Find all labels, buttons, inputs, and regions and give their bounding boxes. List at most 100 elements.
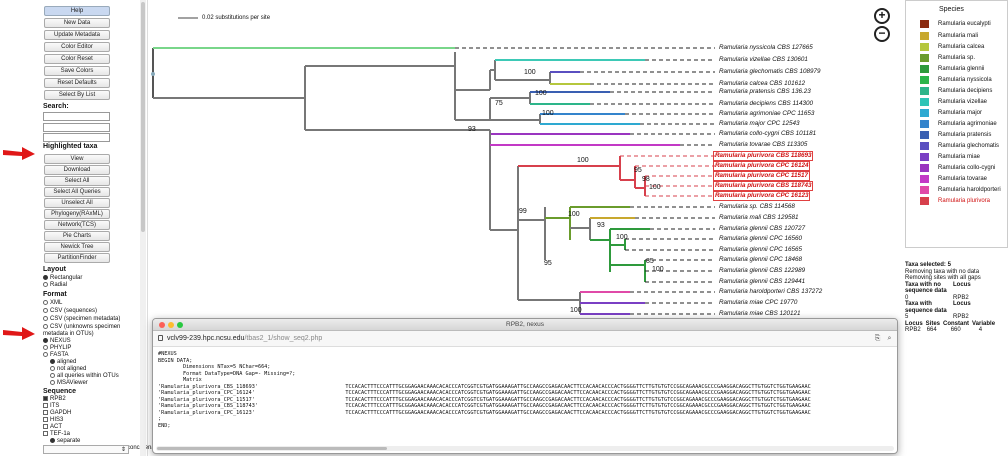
scrollbar-thumb[interactable] — [141, 2, 145, 232]
update-metadata-button[interactable]: Update Metadata — [44, 30, 110, 40]
new-data-button[interactable]: New Data — [44, 18, 110, 28]
search-input-2[interactable] — [43, 123, 110, 132]
legend-item[interactable]: Ramularia calcea — [920, 43, 984, 51]
taxon-label[interactable]: Ramularia major CPC 12543 — [719, 120, 800, 127]
newick-tree-button[interactable]: Newick Tree — [44, 242, 110, 252]
taxon-label[interactable]: Ramularia glennii CPC 16560 — [719, 235, 802, 242]
legend-item[interactable]: Ramularia nyssicola — [920, 76, 992, 84]
sequence-rpb2-checkbox[interactable]: RPB2 — [43, 396, 66, 402]
zoom-in-icon[interactable]: + — [874, 8, 890, 24]
help-button[interactable]: Help — [44, 6, 110, 16]
taxon-label[interactable]: Ramularia glechomatis CBS 108979 — [719, 68, 821, 75]
search-input-3[interactable] — [43, 133, 110, 142]
format-xml-radio[interactable]: XML — [43, 300, 62, 306]
taxon-label[interactable]: Ramularia tovarae CBS 113305 — [719, 141, 808, 148]
address-bar[interactable]: vclv99-239.hpc.ncsu.edu/tbas2_1/show_seq… — [153, 331, 897, 347]
taxon-label[interactable]: Ramularia vizellae CBS 130601 — [719, 56, 808, 63]
taxon-label[interactable]: Ramularia mali CBS 129581 — [719, 214, 799, 221]
taxon-label[interactable]: Ramularia miae CBS 120121 — [719, 310, 801, 317]
format-csv-unknowns-radio[interactable]: CSV (unknowns specimen metadata in OTUs) — [43, 324, 135, 338]
legend-item[interactable]: Ramularia major — [920, 109, 982, 117]
taxon-label[interactable]: Ramularia nyssicola CBS 127665 — [719, 44, 813, 51]
fasta-aligned-radio[interactable]: aligned — [50, 359, 76, 365]
taxon-label[interactable]: Ramularia pratensis CBS 136.23 — [719, 88, 811, 95]
minimize-window-icon[interactable] — [168, 322, 174, 328]
taxon-label[interactable]: Ramularia agrimoniae CPC 11653 — [719, 110, 815, 117]
unselect-all-button[interactable]: Unselect All — [44, 198, 110, 208]
legend-item[interactable]: Ramularia glechomatis — [920, 142, 999, 150]
fasta-not-aligned-radio[interactable]: not aligned — [50, 366, 86, 372]
taxon-label-highlighted[interactable]: Ramularia plurivora CBS 118743 — [713, 181, 814, 191]
scrollbar-thumb[interactable] — [157, 447, 387, 450]
taxon-label-highlighted[interactable]: Ramularia plurivora CPC 16123 — [713, 191, 811, 201]
format-nexus-radio[interactable]: NEXUS — [43, 338, 71, 344]
tef-separate-radio[interactable]: separate — [50, 438, 80, 444]
legend-item[interactable]: Ramularia haroldporteri — [920, 186, 1001, 194]
translate-icon[interactable]: ⎘ — [874, 335, 881, 342]
taxon-label-highlighted[interactable]: Ramularia plurivora CPC 11517 — [713, 171, 810, 181]
select-all-button[interactable]: Select All — [44, 176, 110, 186]
taxon-label[interactable]: Ramularia glennii CPC 16565 — [719, 246, 802, 253]
url-text[interactable]: vclv99-239.hpc.ncsu.edu/tbas2_1/show_seq… — [167, 335, 322, 342]
taxon-label[interactable]: Ramularia decipiens CBS 114300 — [719, 100, 814, 107]
color-reset-button[interactable]: Color Reset — [44, 54, 110, 64]
sequence-gapdh-checkbox[interactable]: GAPDH — [43, 410, 71, 416]
taxon-label[interactable]: Ramularia glennii CPC 18468 — [719, 256, 802, 263]
view-button[interactable]: View — [44, 154, 110, 164]
legend-item[interactable]: Ramularia plurivora — [920, 197, 990, 205]
taxon-label-highlighted[interactable]: Ramularia plurivora CPC 16124 — [713, 161, 811, 171]
close-window-icon[interactable] — [159, 322, 165, 328]
fasta-msaviewer-radio[interactable]: MSAViewer — [50, 380, 88, 386]
taxon-label[interactable]: Ramularia glennii CBS 129441 — [719, 278, 806, 285]
fasta-all-queries-radio[interactable]: all queries within OTUs — [50, 373, 119, 379]
taxon-label[interactable]: Ramularia miae CPC 19770 — [719, 299, 798, 306]
select-by-list-button[interactable]: Select By List — [44, 90, 110, 100]
legend-item[interactable]: Ramularia decipiens — [920, 87, 992, 95]
phylogeny-raxml-button[interactable]: Phylogeny(RAxML) — [44, 209, 110, 219]
legend-item[interactable]: Ramularia tovarae — [920, 175, 987, 183]
legend-item[interactable]: Ramularia pratensis — [920, 131, 991, 139]
format-csv-sequences-radio[interactable]: CSV (sequences) — [43, 308, 97, 314]
search-input-1[interactable] — [43, 112, 110, 121]
download-button[interactable]: Download — [44, 165, 110, 175]
legend-item[interactable]: Ramularia eucalypti — [920, 20, 991, 28]
partitionfinder-button[interactable]: PartitionFinder — [44, 253, 110, 263]
search-icon[interactable]: ⌕ — [887, 335, 892, 342]
reset-defaults-button[interactable]: Reset Defaults — [44, 78, 110, 88]
format-csv-specimen-radio[interactable]: CSV (specimen metadata) — [43, 316, 120, 322]
legend-item[interactable]: Ramularia miae — [920, 153, 980, 161]
horizontal-scrollbar[interactable] — [156, 446, 894, 451]
window-titlebar[interactable]: RPB2, nexus — [153, 319, 897, 331]
taxon-label[interactable]: Ramularia sp. CBS 114568 — [719, 203, 795, 210]
sequence-its-checkbox[interactable]: ITS — [43, 403, 59, 409]
taxon-label[interactable]: Ramularia calcea CBS 101612 — [719, 80, 806, 87]
taxon-label-highlighted[interactable]: Ramularia plurivora CBS 118693 — [713, 151, 814, 161]
save-colors-button[interactable]: Save Colors — [44, 66, 110, 76]
sequence-act-checkbox[interactable]: ACT — [43, 424, 62, 430]
left-scrollbar[interactable] — [140, 0, 146, 456]
legend-item[interactable]: Ramularia glennii — [920, 65, 984, 73]
layout-radial-radio[interactable]: Radial — [43, 282, 67, 288]
format-fasta-radio[interactable]: FASTA — [43, 352, 69, 358]
pie-charts-button[interactable]: Pie Charts — [44, 231, 110, 241]
taxon-label[interactable]: Ramularia haroldporteri CBS 137272 — [719, 288, 823, 295]
layout-rectangular-radio[interactable]: Rectangular — [43, 275, 82, 281]
taxon-label[interactable]: Ramularia collo-cygni CBS 101181 — [719, 130, 817, 137]
taxa-selected-text: Taxa selected: 5 — [905, 262, 951, 268]
legend-item[interactable]: Ramularia collo-cygni — [920, 164, 995, 172]
legend-item[interactable]: Ramularia mali — [920, 32, 978, 40]
network-tcs-button[interactable]: Network(TCS) — [44, 220, 110, 230]
maximize-window-icon[interactable] — [177, 322, 183, 328]
taxon-label[interactable]: Ramularia glennii CBS 120727 — [719, 225, 806, 232]
color-editor-button[interactable]: Color Editor — [44, 42, 110, 52]
format-phylip-radio[interactable]: PHYLIP — [43, 345, 71, 351]
sequence-tef-checkbox[interactable]: TEF-1a — [43, 431, 70, 437]
legend-item[interactable]: Ramularia vizellae — [920, 98, 987, 106]
legend-item[interactable]: Ramularia agrimoniae — [920, 120, 997, 128]
zoom-out-icon[interactable]: − — [874, 26, 890, 42]
legend-item[interactable]: Ramularia sp. — [920, 54, 975, 62]
taxon-label[interactable]: Ramularia glennii CBS 122989 — [719, 267, 806, 274]
sequence-his3-checkbox[interactable]: HIS3 — [43, 417, 63, 423]
partition-select[interactable]: ⇕ — [43, 445, 129, 454]
select-all-queries-button[interactable]: Select All Queries — [44, 187, 110, 197]
